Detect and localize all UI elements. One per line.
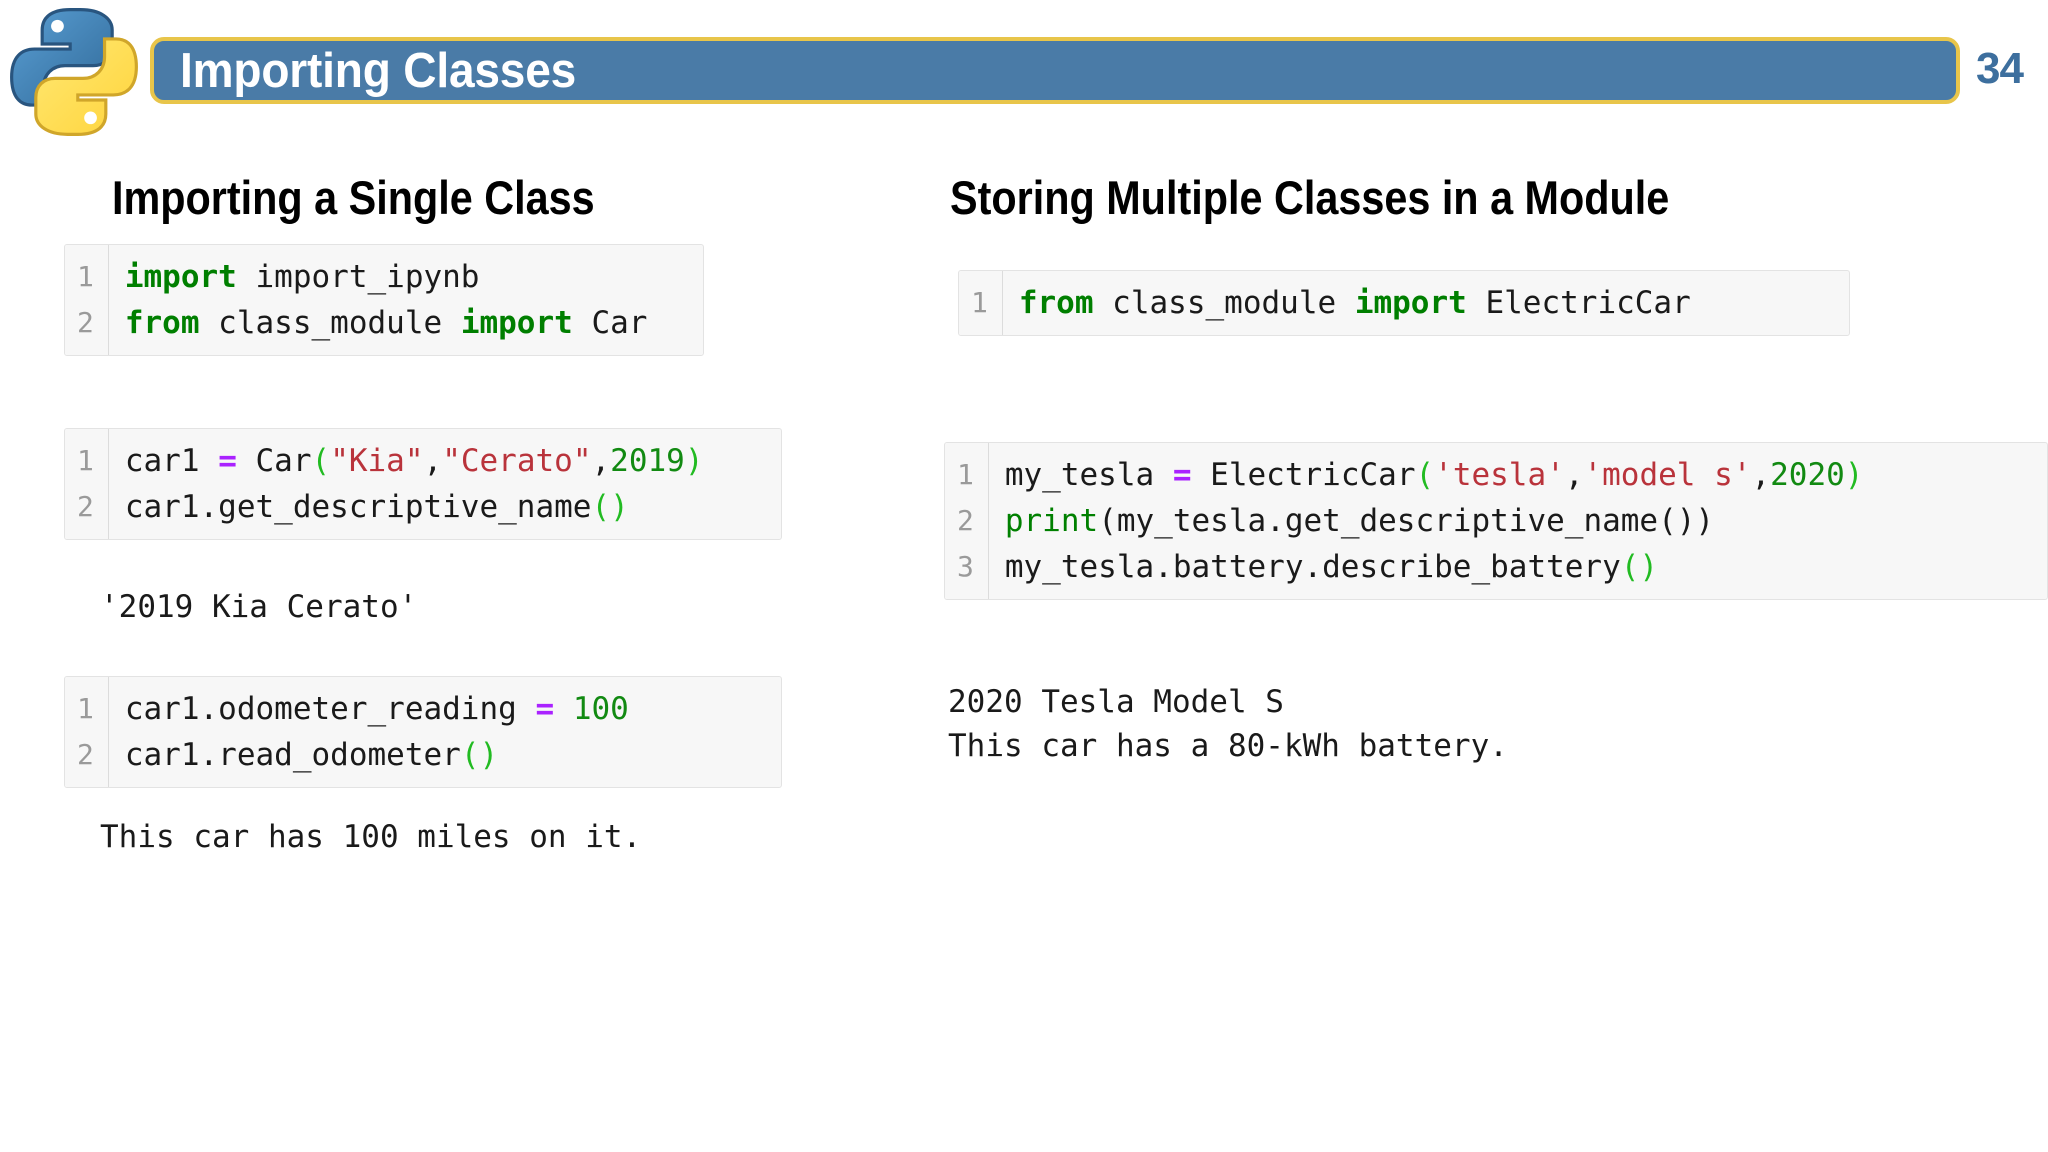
line-number-gutter: 1 2 3 xyxy=(945,443,989,599)
code-token: () xyxy=(460,737,499,773)
code-token: my_tesla xyxy=(1004,457,1173,493)
code-token: , xyxy=(591,443,611,479)
line-number-gutter: 1 xyxy=(959,271,1003,335)
left-column-heading: Importing a Single Class xyxy=(112,171,595,224)
python-logo-icon xyxy=(10,8,138,136)
code-token: , xyxy=(1564,457,1584,493)
code-token: class_module xyxy=(1093,285,1355,321)
code-token: Car xyxy=(572,305,648,341)
line-number: 1 xyxy=(77,444,94,477)
code-token: = xyxy=(1172,457,1192,493)
code-token: 'tesla' xyxy=(1434,457,1565,493)
code-token: , xyxy=(1751,457,1771,493)
line-number: 2 xyxy=(77,738,94,771)
code-content[interactable]: from class_module import ElectricCar xyxy=(1003,271,1849,335)
code-token: ) xyxy=(684,443,704,479)
code-token: () xyxy=(1620,549,1659,585)
code-token: import xyxy=(124,259,237,295)
code-token: 2020 xyxy=(1770,457,1845,493)
code-line: car1.odometer_reading = 100 xyxy=(125,686,781,732)
line-number: 1 xyxy=(77,692,94,725)
code-token xyxy=(554,691,573,727)
code-token: = xyxy=(535,691,555,727)
code-content[interactable]: my_tesla = ElectricCar('tesla','model s'… xyxy=(989,443,2047,599)
code-token: import_ipynb xyxy=(236,259,480,295)
output-tesla: 2020 Tesla Model S This car has a 80-kWh… xyxy=(948,684,1508,764)
line-number: 1 xyxy=(77,260,94,293)
code-token: Car xyxy=(236,443,312,479)
code-token: my_tesla.battery.describe_battery xyxy=(1004,549,1621,585)
code-token: , xyxy=(423,443,443,479)
code-token: car1.get_descriptive_name xyxy=(124,489,592,525)
line-number: 1 xyxy=(971,286,988,319)
code-token: car1 xyxy=(124,443,219,479)
code-token: ( xyxy=(1415,457,1435,493)
code-token: = xyxy=(218,443,237,479)
code-content[interactable]: car1 = Car("Kia","Cerato",2019)car1.get_… xyxy=(109,429,781,539)
right-column-heading: Storing Multiple Classes in a Module xyxy=(950,171,1670,224)
code-block-tesla[interactable]: 1 2 3 my_tesla = ElectricCar('tesla','mode… xyxy=(944,442,2048,600)
code-token: from xyxy=(1018,285,1094,321)
code-line: car1 = Car("Kia","Cerato",2019) xyxy=(125,438,781,484)
slide-number: 34 xyxy=(1976,44,2024,93)
code-line: from class_module import Car xyxy=(125,300,703,346)
code-token: 2019 xyxy=(610,443,685,479)
code-token: car1.read_odometer xyxy=(124,737,461,773)
code-line: car1.get_descriptive_name() xyxy=(125,484,781,530)
slide-header: Importing Classes 34 xyxy=(0,0,2048,150)
code-token: import xyxy=(1354,285,1467,321)
output-odometer: This car has 100 miles on it. xyxy=(100,819,642,855)
code-block-import-electriccar[interactable]: 1 from class_module import ElectricCar xyxy=(958,270,1850,336)
code-token: ElectricCar xyxy=(1191,457,1416,493)
output-descriptive-name: '2019 Kia Cerato' xyxy=(100,589,418,625)
code-line: my_tesla = ElectricCar('tesla','model s'… xyxy=(1005,452,2047,498)
line-number: 2 xyxy=(77,306,94,339)
code-line: from class_module import ElectricCar xyxy=(1019,280,1849,326)
code-token: ElectricCar xyxy=(1466,285,1691,321)
code-token: 100 xyxy=(572,691,629,727)
title-banner: Importing Classes xyxy=(150,37,1960,104)
code-token: (my_tesla.get_descriptive_name xyxy=(1098,503,1659,539)
code-token: "Kia" xyxy=(330,443,424,479)
line-number: 2 xyxy=(957,504,974,537)
code-token: ) xyxy=(1844,457,1864,493)
code-line: print(my_tesla.get_descriptive_name()) xyxy=(1005,498,2047,544)
code-line: car1.read_odometer() xyxy=(125,732,781,778)
code-token: print xyxy=(1004,503,1099,539)
code-line: my_tesla.battery.describe_battery() xyxy=(1005,544,2047,590)
code-token: from xyxy=(124,305,200,341)
code-token: import xyxy=(460,305,573,341)
line-number: 2 xyxy=(77,490,94,523)
code-token: ()) xyxy=(1658,503,1715,539)
code-line: import import_ipynb xyxy=(125,254,703,300)
code-token: 'model s' xyxy=(1583,457,1752,493)
code-token: ( xyxy=(311,443,331,479)
code-token: car1.odometer_reading xyxy=(124,691,536,727)
code-token: "Cerato" xyxy=(442,443,592,479)
line-number: 1 xyxy=(957,458,974,491)
line-number: 3 xyxy=(957,550,974,583)
code-token: class_module xyxy=(199,305,461,341)
page-title: Importing Classes xyxy=(180,43,577,98)
code-token: () xyxy=(591,489,629,525)
